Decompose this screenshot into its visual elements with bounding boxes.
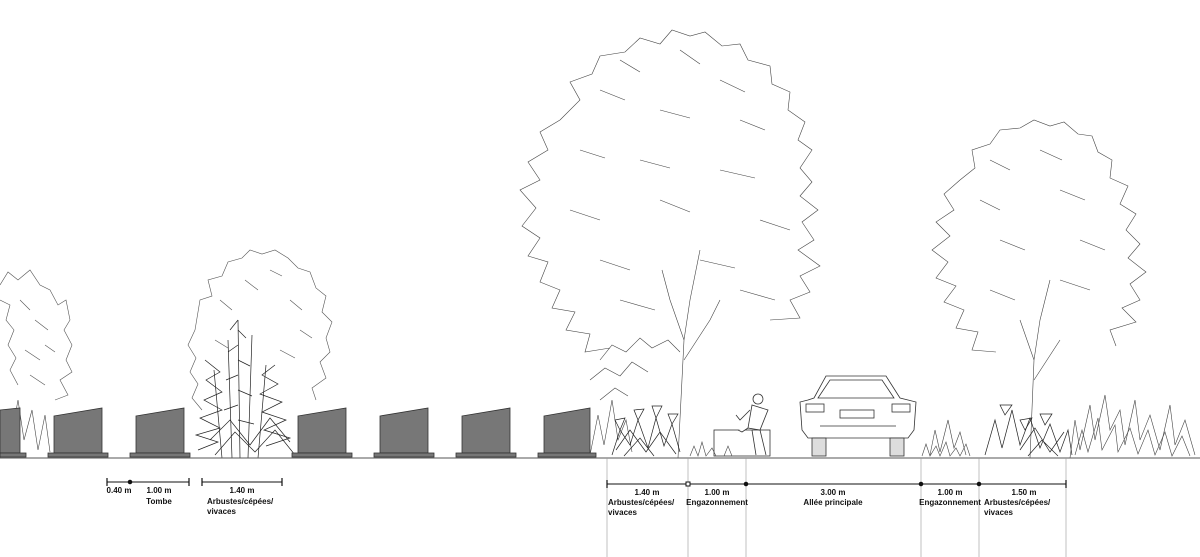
dimension-value: 1.50 m [1011,488,1037,497]
shrub-icon [611,405,681,457]
dimension-value: 0.40 m [106,486,132,495]
shrub-icon [194,319,296,459]
dimension-label: Engazonnement [919,498,981,507]
dimension-label: Allée principale [803,498,863,507]
dimension-value: 1.00 m [704,488,730,497]
dimension-value: 1.00 m [146,486,172,495]
dimension-lines [106,478,1067,488]
tree-icon [187,249,333,411]
tombstone-icon [537,407,597,458]
tombstone-icon [0,407,27,458]
dimension-label: Tombe [146,497,172,506]
dimension-label: Arbustes/cépées/ vivaces [207,497,274,516]
tombstone-icon [373,407,435,458]
tombstone-icon [47,407,109,458]
car-icon [799,375,917,457]
dimension-label: Arbustes/cépées/ vivaces [984,498,1051,517]
dimension-value: 1.00 m [937,488,963,497]
tombstone-icon [455,407,517,458]
tree-icon [519,29,821,459]
seated-person-icon [735,393,769,456]
guide-lines [606,458,1067,557]
tombstone-icon [291,407,353,458]
dimension-value: 3.00 m [820,488,846,497]
tombstones [0,407,597,458]
shrub-icon [984,404,1073,457]
bench-icon [713,429,771,457]
tree-icon [0,269,73,401]
dimension-label: Engazonnement [686,498,748,507]
dimension-value: 1.40 m [634,488,660,497]
grass [689,440,971,457]
dimension-label: Arbustes/cépées/ vivaces [608,498,675,517]
tombstone-icon [129,407,191,458]
tree-icon [931,119,1147,459]
dimension-value: 1.40 m [229,486,255,495]
